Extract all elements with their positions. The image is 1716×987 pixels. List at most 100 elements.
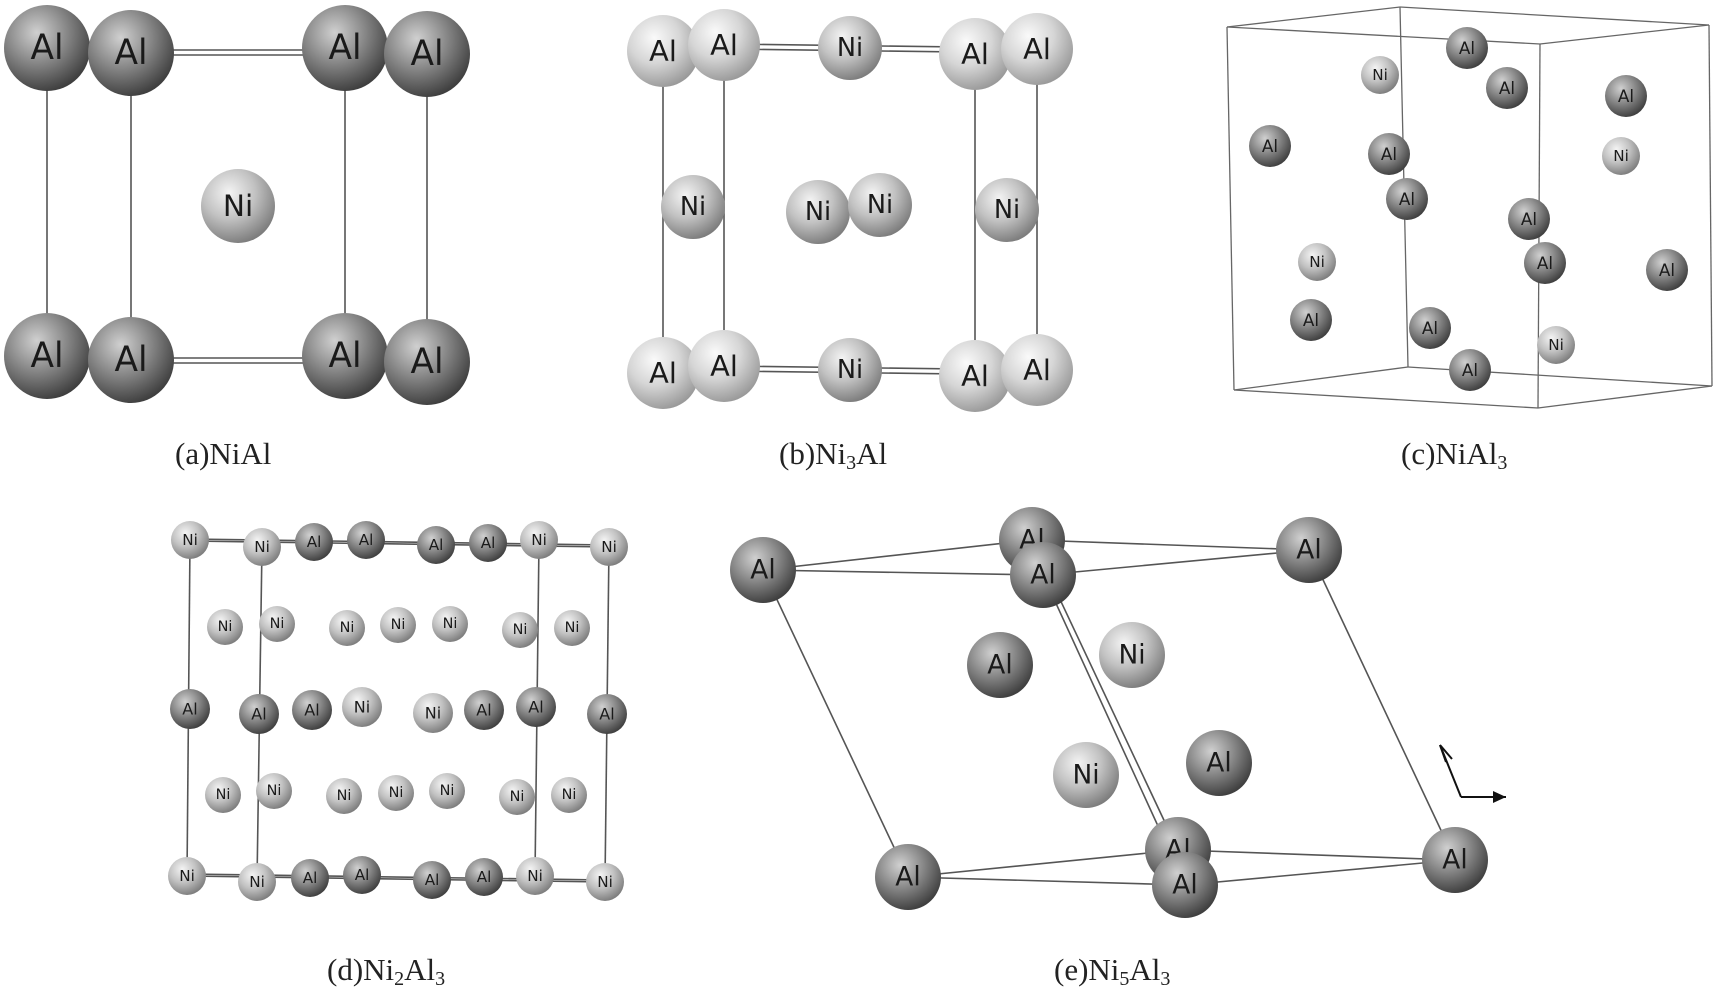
atom-label: Al [1262, 136, 1278, 156]
ni-atom [243, 528, 281, 566]
atom-label: Ni [1613, 147, 1629, 165]
atom-label: Al [599, 705, 614, 724]
atom-label: Al [1296, 535, 1321, 566]
atom-label: Al [1459, 38, 1475, 58]
al-atom [1249, 125, 1291, 167]
ni-atom [413, 693, 453, 733]
atom-label: Al [307, 533, 322, 551]
atom-label: Ni [601, 538, 617, 556]
al-atom [1010, 542, 1076, 608]
atom-label: Ni [1309, 253, 1325, 271]
al-atom [295, 523, 333, 561]
al-atom [1605, 75, 1647, 117]
bond-line [762, 569, 1044, 576]
atom-label: Ni [270, 616, 285, 632]
atom-label: Ni [805, 197, 831, 227]
atom-label: Al [895, 862, 920, 893]
atom-label: Ni [680, 192, 706, 222]
axis-arrows-icon [1439, 744, 1506, 803]
ni-atom [168, 857, 206, 895]
ni-atom [590, 528, 628, 566]
atom-label: Al [987, 650, 1012, 681]
atom-label: Ni [267, 783, 282, 799]
atom-label: Al [1206, 748, 1231, 779]
ni-atom [1099, 622, 1165, 688]
atom-label: Ni [254, 538, 270, 556]
al-atom [1446, 27, 1488, 69]
atom-label: Al [114, 33, 147, 73]
atom-label: Al [1172, 870, 1197, 901]
al-atom [4, 5, 90, 91]
bond-line [762, 539, 1033, 571]
al-atom [627, 337, 699, 409]
atom-label: Ni [182, 531, 198, 549]
atom-label: Al [328, 28, 361, 68]
bond-line [1042, 549, 1310, 576]
atom-label: Al [1462, 360, 1478, 380]
atom-label: Al [649, 356, 677, 390]
atom-label: Al [710, 28, 738, 62]
atom-label: Ni [1372, 66, 1388, 84]
al-atom [1152, 852, 1218, 918]
ni-atom [171, 521, 209, 559]
atom-label: Al [961, 37, 989, 71]
atom-label: Al [1537, 253, 1553, 273]
bond-line [1031, 539, 1310, 551]
al-atom [170, 689, 210, 729]
atom-label: Al [1659, 260, 1675, 280]
atom-label: Al [476, 701, 491, 720]
atom-label: Ni [527, 867, 543, 885]
ni-atom [207, 609, 243, 645]
ni-atom [848, 173, 912, 237]
ni-atom [818, 338, 882, 402]
atom-label: Al [1499, 78, 1515, 98]
bond-line [1226, 26, 1235, 391]
atom-label: Ni [391, 617, 406, 633]
atom-label: Ni [837, 33, 863, 63]
atom-label: Al [961, 359, 989, 393]
ni-atom [329, 610, 365, 646]
ni-atom [818, 16, 882, 80]
al-atom [384, 11, 470, 97]
al-atom [1001, 334, 1073, 406]
caption-d: (d)Ni2Al3 [327, 952, 445, 987]
al-atom [292, 690, 332, 730]
atom-label: Al [1399, 189, 1415, 209]
atom-label: Ni [994, 195, 1020, 225]
ni-atom [520, 521, 558, 559]
caption-b: (b)Ni3Al [779, 436, 887, 474]
ni-atom [259, 606, 295, 642]
captions: (a)NiAl (b)Ni3Al (c)NiAl3 (d)Ni2Al3 (e)N… [175, 436, 1507, 987]
al-atom [417, 526, 455, 564]
atom-label: Al [359, 531, 374, 549]
atom-label: Ni [867, 190, 893, 220]
atom-label: Al [528, 698, 543, 717]
ni-atom [975, 178, 1039, 242]
al-atom [627, 15, 699, 87]
al-atom [1422, 827, 1488, 893]
caption-e: (e)Ni5Al3 [1054, 952, 1170, 987]
atom-label: Al [410, 342, 443, 382]
al-atom [291, 859, 329, 897]
atom-label: Ni [1118, 640, 1145, 671]
atom-label: Ni [216, 787, 231, 803]
atom-label: Al [182, 700, 197, 719]
ni-atom [380, 607, 416, 643]
bond-line [1177, 849, 1456, 861]
al-atom [239, 694, 279, 734]
atom-label: Al [1381, 144, 1397, 164]
atom-label: Al [649, 34, 677, 68]
al-atom [4, 313, 90, 399]
ni-atom [661, 175, 725, 239]
atom-label: Ni [1548, 336, 1564, 354]
atom-label: Al [355, 866, 370, 884]
bond-line [907, 849, 1179, 878]
al-atom [688, 9, 760, 81]
bond-line [907, 876, 1186, 886]
